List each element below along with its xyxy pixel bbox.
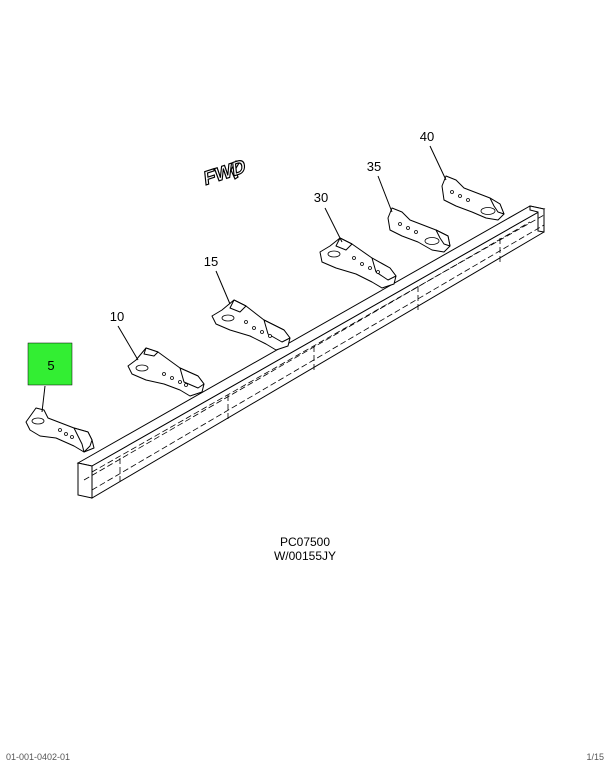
callout-35[interactable]: 35: [367, 159, 393, 213]
callout-label-35: 35: [367, 159, 381, 174]
footer-right: 1/15: [586, 752, 604, 762]
callout-30[interactable]: 30: [314, 190, 343, 243]
frame-rail-hidden-bottom: [91, 224, 545, 491]
caption-line-2: W/00155JY: [273, 549, 337, 563]
callout-30-leader: [324, 207, 343, 243]
fwd-label: FWD: [203, 156, 246, 191]
frame-rail-web: [77, 462, 93, 499]
crossmember-35[interactable]: [387, 207, 451, 253]
crossmember-5[interactable]: [25, 407, 95, 453]
callout-10[interactable]: 10: [110, 309, 139, 361]
callout-10-leader: [117, 325, 139, 361]
callout-label-40: 40: [420, 129, 434, 144]
footer-left: 01-001-0402-01: [6, 752, 71, 762]
callout-label-15: 15: [204, 254, 218, 269]
frame-rail-station-marks: [119, 238, 501, 482]
crossmember-15[interactable]: [211, 299, 291, 351]
caption-line-1: PC07500: [279, 535, 331, 549]
callout-label-10: 10: [110, 309, 124, 324]
callout-label-5: 5: [47, 358, 54, 373]
crossmember-10[interactable]: [127, 347, 205, 397]
frame-rail-end: [529, 205, 545, 233]
frame-rail: [76, 205, 546, 499]
callout-35-leader: [377, 175, 393, 213]
callout-40-leader: [429, 145, 447, 181]
callout-40[interactable]: 40: [420, 129, 447, 181]
callout-15-leader: [215, 270, 231, 305]
frame-rail-top-flange: [76, 205, 546, 467]
callout-5-highlight: [27, 342, 73, 386]
fwd-arrow-icon: [230, 160, 240, 180]
frame-rail-hidden-inner: [83, 221, 531, 481]
crossmember-30[interactable]: [319, 237, 397, 289]
fwd-indicator: FWD: [203, 155, 248, 191]
callout-5[interactable]: 5: [27, 342, 73, 413]
callout-5-leader: [41, 385, 46, 413]
callout-label-30: 30: [314, 190, 328, 205]
crossmember-40[interactable]: [441, 175, 505, 221]
callout-15[interactable]: 15: [204, 254, 231, 305]
